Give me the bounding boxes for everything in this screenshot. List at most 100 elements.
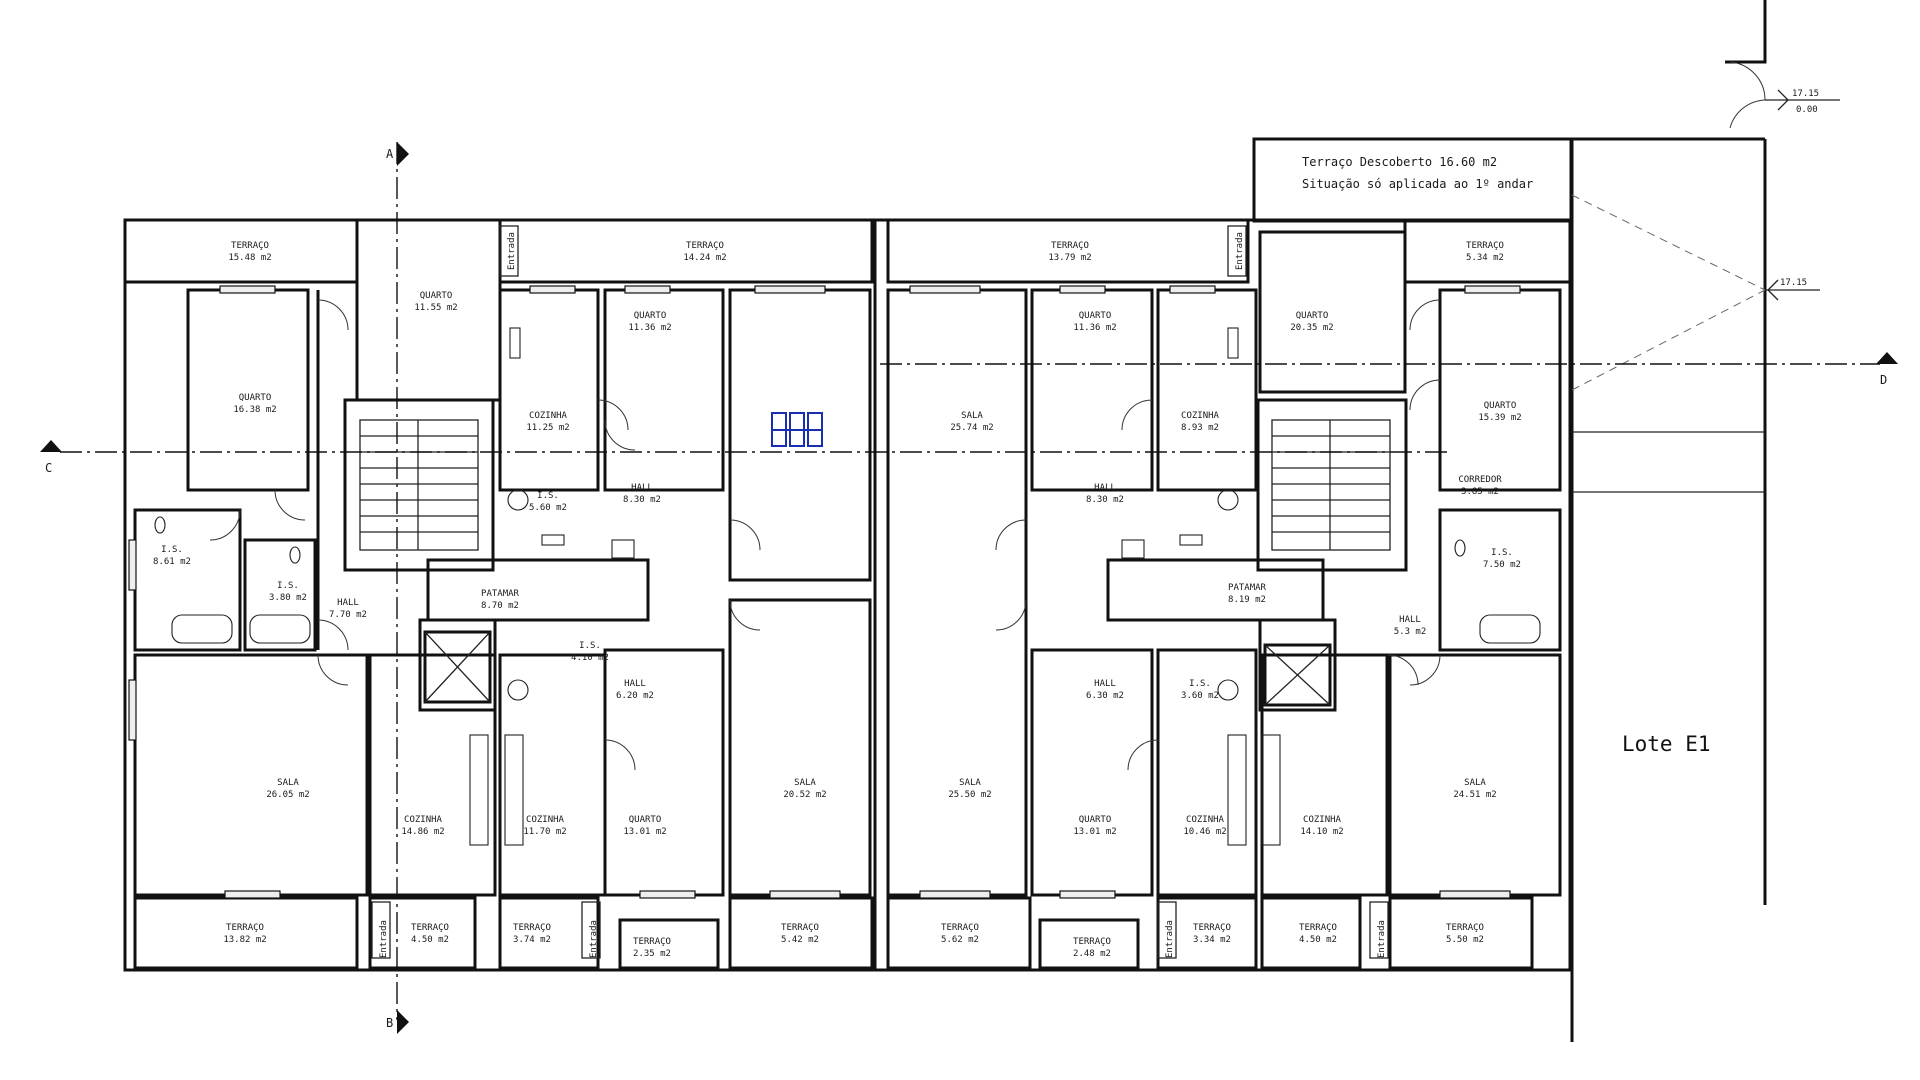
room-area: 15.39 m2 xyxy=(1478,413,1521,423)
room-name: CORREDOR xyxy=(1458,475,1502,485)
marker-b-text: B xyxy=(386,1016,393,1030)
room-name: HALL xyxy=(631,483,653,493)
room-name: SALA xyxy=(794,778,816,788)
room-area: 13.01 m2 xyxy=(1073,827,1116,837)
room-name: TERRAÇO xyxy=(1446,923,1484,933)
room-name: COZINHA xyxy=(529,411,568,421)
room-name: QUARTO xyxy=(634,311,667,321)
room-area: 11.36 m2 xyxy=(1073,323,1116,333)
room-area: 4.10 m2 xyxy=(571,653,609,663)
room-area: 8.19 m2 xyxy=(1228,595,1266,605)
room-area: 2.35 m2 xyxy=(633,949,671,959)
room-area: 16.38 m2 xyxy=(233,405,276,415)
room-area: 8.93 m2 xyxy=(1181,423,1219,433)
room-area: 8.30 m2 xyxy=(623,495,661,505)
room-name: TERRAÇO xyxy=(513,923,551,933)
room-area: 8.30 m2 xyxy=(1086,495,1124,505)
room-name: I.S. xyxy=(277,581,299,591)
room-name: PATAMAR xyxy=(1228,583,1267,593)
room-name: TERRAÇO xyxy=(226,923,264,933)
room-area: 3.60 m2 xyxy=(1181,691,1219,701)
room-name: QUARTO xyxy=(1079,815,1112,825)
room-name: I.S. xyxy=(1491,548,1513,558)
room-name: TERRAÇO xyxy=(1299,923,1337,933)
room-name: TERRAÇO xyxy=(633,937,671,947)
room-name: HALL xyxy=(624,679,646,689)
room-name: TERRAÇO xyxy=(941,923,979,933)
elevator-left xyxy=(423,630,492,704)
room-area: 14.10 m2 xyxy=(1300,827,1343,837)
room-name: I.S. xyxy=(537,491,559,501)
entry-label: Entrada xyxy=(1165,920,1175,958)
room-name: QUARTO xyxy=(1296,311,1329,321)
room-name: SALA xyxy=(277,778,299,788)
entry-label: Entrada xyxy=(589,920,599,958)
section-marker-b: B xyxy=(386,1010,409,1034)
room-area: 11.36 m2 xyxy=(628,323,671,333)
room-area: 13.01 m2 xyxy=(623,827,666,837)
room-name: QUARTO xyxy=(1079,311,1112,321)
interior-walls xyxy=(133,225,1562,970)
room-name: TERRAÇO xyxy=(1466,241,1504,251)
elevation-top-zero: 0.00 xyxy=(1796,105,1818,115)
room-area: 11.70 m2 xyxy=(523,827,566,837)
room-area: 3.34 m2 xyxy=(1193,935,1231,945)
sanitary-fixtures xyxy=(154,327,1541,846)
terrace-note: Terraço Descoberto 16.60 m2 Situação só … xyxy=(1302,155,1533,191)
room-area: 8.70 m2 xyxy=(481,601,519,611)
room-name: QUARTO xyxy=(629,815,662,825)
room-area: 6.30 m2 xyxy=(1086,691,1124,701)
room-labels: TERRAÇO 15.48 m2 QUARTO 11.55 m2 TERRAÇO… xyxy=(153,241,1522,959)
room-area: 5.42 m2 xyxy=(781,935,819,945)
stair-right xyxy=(1271,419,1391,551)
room-area: 20.35 m2 xyxy=(1290,323,1333,333)
room-area: 20.52 m2 xyxy=(783,790,826,800)
room-area: 5.62 m2 xyxy=(941,935,979,945)
marker-c-text: C xyxy=(45,461,52,475)
room-area: 11.55 m2 xyxy=(414,303,457,313)
entry-label: Entrada xyxy=(1235,232,1245,270)
room-area: 13.82 m2 xyxy=(223,935,266,945)
room-name: TERRAÇO xyxy=(1073,937,1111,947)
room-name: TERRAÇO xyxy=(1193,923,1231,933)
room-area: 6.20 m2 xyxy=(616,691,654,701)
room-area: 5.3 m2 xyxy=(1394,627,1427,637)
room-area: 15.48 m2 xyxy=(228,253,271,263)
room-area: 5.50 m2 xyxy=(1446,935,1484,945)
blue-marker xyxy=(771,412,823,447)
room-area: 5.34 m2 xyxy=(1466,253,1504,263)
room-name: TERRAÇO xyxy=(411,923,449,933)
room-area: 8.61 m2 xyxy=(153,557,191,567)
room-area: 3.85 m2 xyxy=(1461,487,1499,497)
entry-label: Entrada xyxy=(507,232,517,270)
room-area: 14.86 m2 xyxy=(401,827,444,837)
room-name: I.S. xyxy=(161,545,183,555)
room-area: 4.50 m2 xyxy=(1299,935,1337,945)
room-area: 5.60 m2 xyxy=(529,503,567,513)
room-area: 25.74 m2 xyxy=(950,423,993,433)
room-area: 2.48 m2 xyxy=(1073,949,1111,959)
room-area: 25.50 m2 xyxy=(948,790,991,800)
lot-label: Lote E1 xyxy=(1622,732,1711,756)
room-name: COZINHA xyxy=(1181,411,1220,421)
room-area: 14.24 m2 xyxy=(683,253,726,263)
top-terraces xyxy=(123,218,1572,402)
elevation-mid-level: 17.15 xyxy=(1780,278,1807,288)
room-area: 3.74 m2 xyxy=(513,935,551,945)
terrace-note-line2: Situação só aplicada ao 1º andar xyxy=(1302,177,1533,191)
room-name: HALL xyxy=(337,598,359,608)
room-name: PATAMAR xyxy=(481,589,520,599)
room-name: SALA xyxy=(1464,778,1486,788)
marker-a-text: A xyxy=(386,147,394,161)
marker-d-text: D xyxy=(1880,373,1887,387)
room-area: 7.50 m2 xyxy=(1483,560,1521,570)
entry-label: Entrada xyxy=(1377,920,1387,958)
room-name: TERRAÇO xyxy=(686,241,724,251)
room-area: 7.70 m2 xyxy=(329,610,367,620)
room-name: COZINHA xyxy=(526,815,565,825)
elevation-marker-mid: 17.15 xyxy=(1765,278,1820,301)
section-marker-a: A xyxy=(386,142,409,166)
room-name: QUARTO xyxy=(1484,401,1517,411)
section-axes xyxy=(60,142,1880,1020)
